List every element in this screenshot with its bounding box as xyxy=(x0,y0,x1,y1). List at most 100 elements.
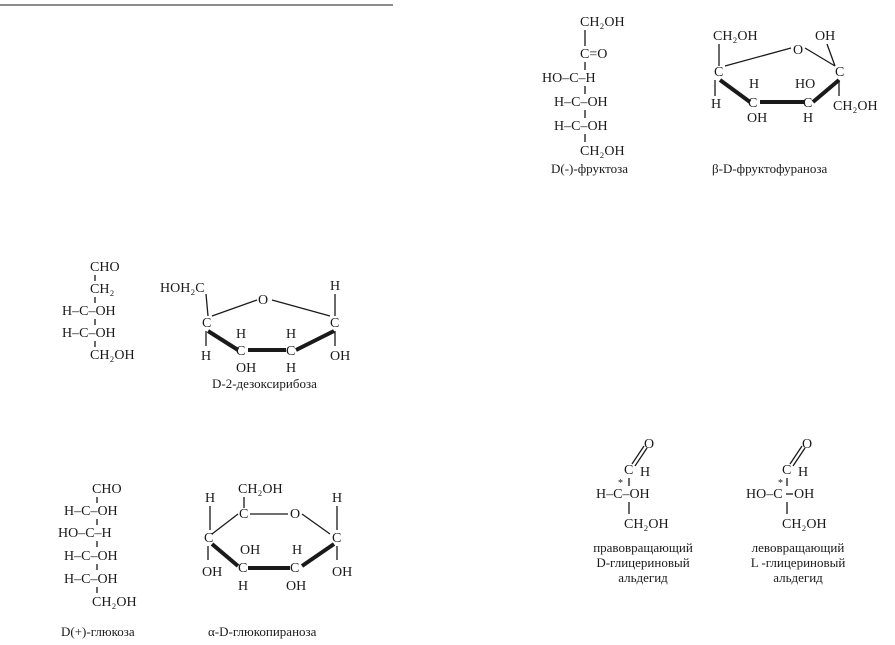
atom-label: OH xyxy=(236,361,256,376)
ring-bond-bold xyxy=(210,542,240,568)
ring-bond xyxy=(804,47,836,67)
atom-label: HO–C xyxy=(746,487,783,502)
ring-bond xyxy=(211,513,239,535)
atom-label: C xyxy=(803,96,812,111)
atom-label: C xyxy=(290,561,299,576)
atom-label: CHO xyxy=(90,260,120,275)
atom-label: OH xyxy=(815,29,835,44)
atom-label: C xyxy=(714,65,723,80)
atom-label: C xyxy=(782,463,791,478)
atom-label: C xyxy=(624,463,633,478)
atom-label: CH₂OH xyxy=(624,517,669,532)
atom-label: HO–C–H xyxy=(542,71,596,86)
atom-label: CH₂OH xyxy=(833,99,878,114)
caption-line: альдегид xyxy=(773,570,823,585)
atom-label: H xyxy=(238,579,248,594)
chiral-star: * xyxy=(778,478,783,489)
atom-label: OH xyxy=(332,565,352,580)
atom-label: H xyxy=(330,279,340,294)
deoxyribose-ring-structure: HOH₂C O H C C C C H H H OH H OH xyxy=(160,279,350,376)
atom-label: C xyxy=(286,344,295,359)
atom-label: OH xyxy=(747,111,767,126)
atom-label: OH xyxy=(202,565,222,580)
ring-bond-bold xyxy=(295,329,335,352)
atom-label: H–C–OH xyxy=(64,549,118,564)
atom-label: H xyxy=(286,327,296,342)
atom-label: C xyxy=(204,531,213,546)
atom-label: C xyxy=(835,65,844,80)
ring-bond xyxy=(211,299,258,317)
fructose-open-chain-caption: D(-)-фруктоза xyxy=(551,161,629,176)
atom-label: OH xyxy=(794,487,814,502)
atom-label: H xyxy=(236,327,246,342)
ring-oxygen-label: O xyxy=(258,293,268,308)
atom-label: CH₂OH xyxy=(782,517,827,532)
deoxyribose-caption: D-2-дезоксирибоза xyxy=(212,376,317,391)
ring-bond-bold xyxy=(300,542,336,568)
atom-label: C xyxy=(330,316,339,331)
bond-line xyxy=(826,43,836,67)
double-bond-line xyxy=(792,447,806,467)
atom-label: H–C–OH xyxy=(64,572,118,587)
atom-label: OH xyxy=(330,349,350,364)
caption-line: L -глицериновый xyxy=(750,555,846,570)
atom-label: H xyxy=(286,361,296,376)
atom-label: H–C–OH xyxy=(554,95,608,110)
ring-bond xyxy=(271,299,331,317)
atom-label: C xyxy=(748,96,757,111)
caption-line: D-глицериновый xyxy=(596,555,690,570)
atom-label: H xyxy=(205,491,215,506)
atom-label: H xyxy=(201,349,211,364)
atom-label: CH₂OH xyxy=(238,482,283,497)
ring-bond xyxy=(724,47,792,67)
fructofuranose-caption: β-D-фруктофураноза xyxy=(712,161,828,176)
atom-label: H xyxy=(803,111,813,126)
atom-label: C xyxy=(238,561,247,576)
atom-label: CH₂OH xyxy=(713,29,758,44)
l-glyceraldehyde-caption: левовращающий L -глицериновый альдегид xyxy=(738,540,858,585)
double-bond-line xyxy=(634,447,648,467)
ring-bond-bold xyxy=(718,78,752,104)
double-bond-line xyxy=(631,445,645,465)
double-bond-line xyxy=(789,445,803,465)
glucopyranose-ring-structure: CH₂OH C O H C H C C C OH H OH H OH OH xyxy=(202,482,352,594)
fructose-open-chain-structure: CH₂OH C=O HO–C–H H–C–OH H–C–OH CH₂OH xyxy=(542,15,625,159)
atom-label: CH₂OH xyxy=(580,144,625,159)
atom-label: CH₂OH xyxy=(92,595,137,610)
d-glyceraldehyde-structure: O C H * H–C–OH CH₂OH xyxy=(596,437,669,532)
atom-label: HOH₂C xyxy=(160,281,205,296)
atom-label: H–C–OH xyxy=(64,504,118,519)
atom-label: H xyxy=(749,77,759,92)
atom-label: H–C–OH xyxy=(596,487,650,502)
caption-line: альдегид xyxy=(618,570,668,585)
fructofuranose-ring-structure: CH₂OH OH O C C C C H H OH HO H CH₂OH xyxy=(711,29,878,126)
caption-line: правовращающий xyxy=(593,540,693,555)
ring-oxygen-label: O xyxy=(290,507,300,522)
ring-bond-bold xyxy=(206,329,240,352)
bond-line xyxy=(205,293,209,317)
ring-bond xyxy=(301,513,331,535)
atom-label: H xyxy=(292,543,302,558)
chiral-star: * xyxy=(618,478,623,489)
atom-label: C xyxy=(202,316,211,331)
l-glyceraldehyde-structure: O C H * HO–C OH CH₂OH xyxy=(746,437,827,532)
d-glyceraldehyde-caption: правовращающий D-глицериновый альдегид xyxy=(583,540,703,585)
atom-label: H xyxy=(332,491,342,506)
atom-label: C=O xyxy=(580,47,607,62)
atom-label: CH₂OH xyxy=(580,15,625,30)
atom-label: CH₂OH xyxy=(90,348,135,363)
atom-label: H xyxy=(798,465,808,480)
glucopyranose-caption: α-D-глюкопираноза xyxy=(208,624,317,639)
atom-label: H–C–OH xyxy=(62,326,116,341)
atom-label: H xyxy=(711,97,721,112)
deoxyribose-open-chain-structure: CHO CH₂ H–C–OH H–C–OH CH₂OH xyxy=(62,260,135,363)
atom-label: H xyxy=(640,465,650,480)
atom-label: H–C–OH xyxy=(62,304,116,319)
atom-label: HO xyxy=(795,77,815,92)
atom-label: H–C–OH xyxy=(554,119,608,134)
atom-label: C xyxy=(236,344,245,359)
atom-label: C xyxy=(239,507,248,522)
atom-label: O xyxy=(644,437,654,452)
atom-label: CH₂ xyxy=(90,282,114,297)
